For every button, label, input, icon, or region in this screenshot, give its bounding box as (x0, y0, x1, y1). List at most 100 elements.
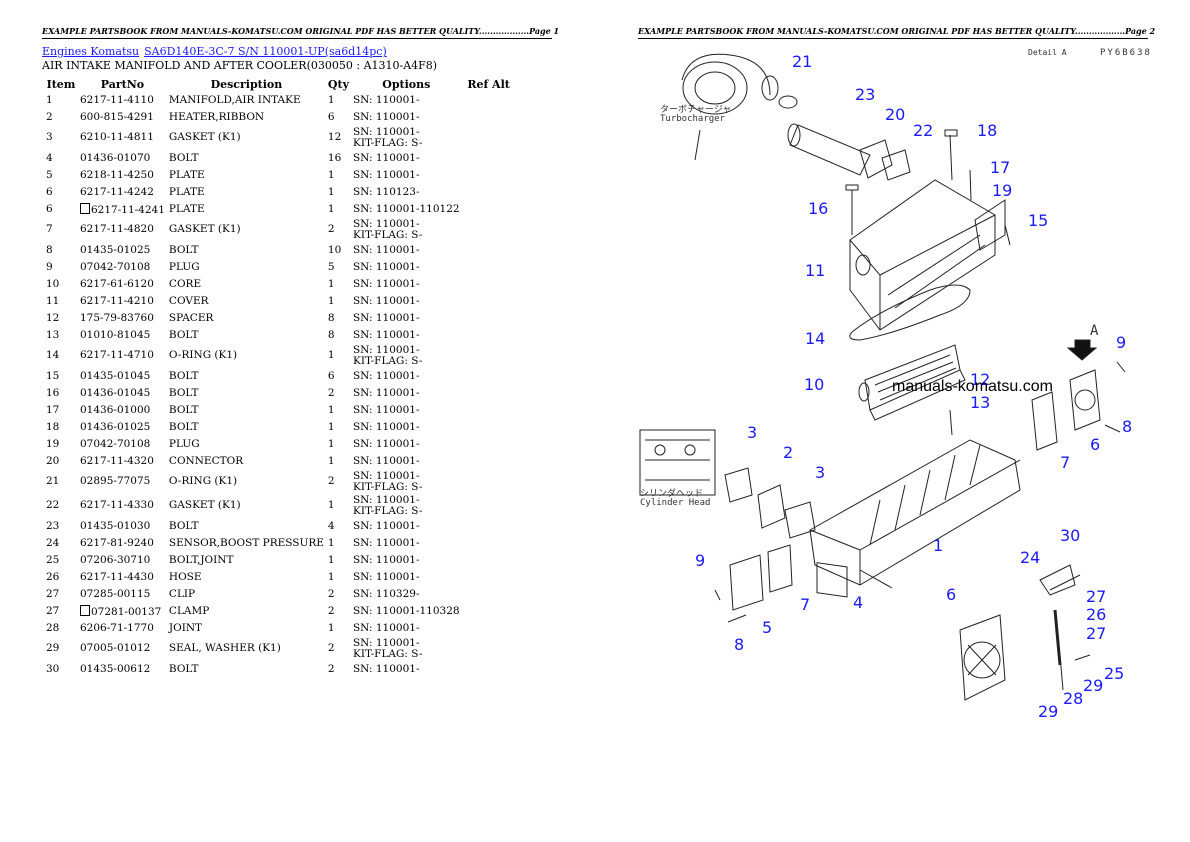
item-cell: 20 (46, 454, 60, 467)
callout-25: 25 (1104, 664, 1124, 683)
qty-cell: 2 (327, 587, 335, 600)
partno-cell: 07281-00137 (78, 603, 167, 620)
options-serial: SN: 110001- (352, 294, 420, 307)
partno-text: 6217-61-6120 (80, 277, 154, 290)
column-header-partno: PartNo (100, 77, 145, 91)
qty-cell: 1 (327, 202, 335, 215)
qty-cell: 1 (327, 349, 335, 362)
partno-cell: 01436-01045 (78, 385, 167, 402)
ref-alt-cell (462, 259, 516, 276)
item-cell: 28 (46, 621, 60, 634)
ref-alt-cell (462, 586, 516, 603)
partno-cell: 02895-77075 (78, 470, 167, 494)
bolts-drawing (714, 129, 1126, 691)
detail-label: Detail A (1028, 48, 1067, 57)
callout-10: 10 (804, 375, 824, 394)
options-cell: SN: 110001- (351, 569, 462, 586)
callout-27b: 27 (1086, 624, 1106, 643)
item-cell: 18 (46, 420, 60, 433)
options-cell: SN: 110001- (351, 293, 462, 310)
ref-alt-cell (462, 637, 516, 661)
partno-text: 600-815-4291 (80, 110, 154, 123)
partno-cell: 6217-61-6120 (78, 276, 167, 293)
partno-cell: 07042-70108 (78, 259, 167, 276)
options-serial: SN: 110001- (352, 217, 420, 230)
options-serial: SN: 110001- (352, 168, 420, 181)
cover-drawing (849, 179, 996, 331)
page-header-left: EXAMPLE PARTSBOOK FROM MANUALS-KOMATSU.C… (42, 26, 559, 39)
description-cell: GASKET (K1) (168, 131, 241, 144)
options-cell: SN: 110001- (351, 310, 462, 327)
item-cell: 13 (46, 328, 60, 341)
partno-cell: 07042-70108 (78, 436, 167, 453)
callout-7a: 7 (1060, 453, 1070, 472)
ref-alt-cell (462, 150, 516, 167)
callout-18: 18 (977, 121, 997, 140)
partno-cell: 6206-71-1770 (78, 620, 167, 637)
ref-alt-cell (462, 184, 516, 201)
cylinder-head-label-en: Cylinder Head (640, 498, 711, 508)
callout-8a: 8 (1122, 417, 1132, 436)
options-cell: SN: 110001- (351, 453, 462, 470)
options-serial: SN: 110001- (352, 662, 420, 675)
description-cell: BOLT (168, 662, 199, 675)
options-serial: SN: 110329- (352, 587, 420, 600)
options-cell: SN: 110001- (351, 518, 462, 535)
description-cell: HOSE (168, 570, 202, 583)
callout-26: 26 (1086, 605, 1106, 624)
options-kit-flag: KIT-FLAG: S- (352, 137, 423, 149)
item-cell: 14 (46, 349, 60, 362)
item-cell: 4 (46, 151, 53, 164)
options-cell: SN: 110001- (351, 419, 462, 436)
partno-text: 01435-00612 (80, 662, 151, 675)
partno-cell: 6217-11-4210 (78, 293, 167, 310)
partno-text: 6217-11-4110 (80, 93, 154, 106)
description-cell: CLIP (168, 587, 196, 600)
callout-20: 20 (885, 105, 905, 124)
options-serial: SN: 110001- (352, 437, 420, 450)
ref-alt-cell (462, 661, 516, 678)
options-serial: SN: 110001- (352, 469, 420, 482)
options-serial: SN: 110001-110328 (352, 604, 460, 617)
callout-9a: 9 (1116, 333, 1126, 352)
callout-2: 2 (783, 443, 793, 462)
table-header-row: Item PartNo Description Qty Options Ref … (44, 76, 516, 92)
options-serial: SN: 110001- (352, 621, 420, 634)
partno-cell: 6217-11-4320 (78, 453, 167, 470)
options-cell: SN: 110001- (351, 535, 462, 552)
ref-alt-cell (462, 620, 516, 637)
drawing-code: PY6B638 (1100, 48, 1152, 58)
partno-text: 6217-11-4241 (91, 203, 165, 216)
qty-cell: 6 (327, 110, 335, 123)
column-header-item: Item (46, 77, 76, 91)
callout-29b: 29 (1038, 702, 1058, 721)
exploded-parts-diagram: 21 23 20 22 18 17 19 16 15 11 14 10 12 1… (620, 40, 1170, 760)
options-cell: SN: 110001-110328 (351, 603, 462, 620)
ref-alt-cell (462, 242, 516, 259)
options-cell: SN: 110001-KIT-FLAG: S- (351, 126, 462, 150)
description-cell: HEATER,RIBBON (168, 110, 265, 123)
breadcrumb-link-engines[interactable]: Engines Komatsu (42, 45, 140, 58)
ribbon-heater-drawing (757, 484, 786, 529)
ref-alt-cell (462, 453, 516, 470)
options-cell: SN: 110123- (351, 184, 462, 201)
partno-text: 07042-70108 (80, 260, 151, 273)
callout-29a: 29 (1083, 676, 1103, 695)
options-serial: SN: 110001- (352, 277, 420, 290)
partno-cell: 6210-11-4811 (78, 126, 167, 150)
ref-alt-cell (462, 344, 516, 368)
callout-6a: 6 (1090, 435, 1100, 454)
breadcrumb-link-model[interactable]: SA6D140E-3C-7 S/N 110001-UP(sa6d14pc) (144, 45, 387, 58)
boost-pressure-sensor-drawing (1039, 564, 1076, 596)
